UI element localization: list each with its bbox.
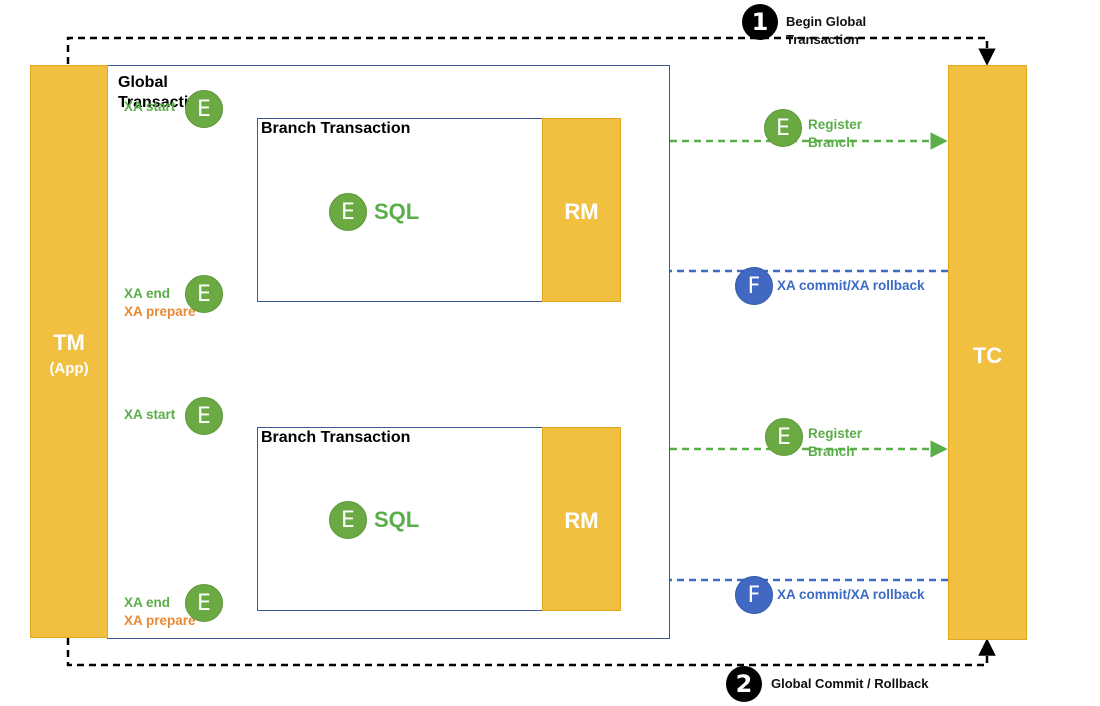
- tm-subtitle: (App): [49, 360, 89, 377]
- sql-e-icon-2: E: [329, 501, 367, 539]
- commit-f-icon-2: F: [735, 576, 773, 614]
- rm-box-2: RM: [542, 427, 621, 611]
- sql-e-icon-1: E: [329, 193, 367, 231]
- xa-end-e-icon-1: E: [185, 275, 223, 313]
- register-e-icon-1: E: [764, 109, 802, 147]
- sql-label-2: SQL: [374, 507, 420, 532]
- tm-bar: TM (App): [30, 65, 108, 638]
- commit-label-2: XA commit/XA rollback: [777, 587, 925, 602]
- tc-title: TC: [972, 343, 1003, 368]
- branch-transaction-box-2: [257, 427, 547, 611]
- begin-global-label: Begin Global Transaction: [786, 14, 867, 47]
- xa-start-label-1: XA start: [124, 99, 176, 114]
- rm-label-1: RM: [564, 199, 599, 224]
- tm-title: TM: [53, 330, 85, 355]
- rm-label-2: RM: [564, 508, 599, 533]
- step-1-badge: 1: [742, 4, 778, 40]
- register-e-icon-2: E: [765, 418, 803, 456]
- step-2-badge: 2: [726, 666, 762, 702]
- commit-f-icon-1: F: [735, 267, 773, 305]
- xa-end-e-icon-2: E: [185, 584, 223, 622]
- global-commit-label: Global Commit / Rollback: [771, 676, 929, 691]
- branch-transaction-title-2: Branch Transaction: [261, 429, 411, 446]
- commit-label-1: XA commit/XA rollback: [777, 278, 925, 293]
- begin-global-arrow: [66, 36, 996, 66]
- branch-transaction-title-1: Branch Transaction: [261, 120, 411, 137]
- xa-end-label-2: XA end: [124, 595, 171, 610]
- register-label-1: Register Branch: [808, 117, 863, 150]
- rm-box-1: RM: [542, 118, 621, 302]
- global-commit-arrow: [66, 638, 996, 667]
- xa-prepare-label-1: XA prepare: [124, 304, 196, 319]
- xa-start-label-2: XA start: [124, 407, 176, 422]
- sql-label-1: SQL: [374, 199, 420, 224]
- register-label-2: Register Branch: [808, 426, 863, 459]
- xa-end-label-1: XA end: [124, 286, 171, 301]
- xa-start-e-icon-2: E: [185, 397, 223, 435]
- tc-bar: TC: [948, 65, 1027, 640]
- xa-start-e-icon-1: E: [185, 90, 223, 128]
- branch-transaction-box-1: [257, 118, 547, 302]
- xa-prepare-label-2: XA prepare: [124, 613, 196, 628]
